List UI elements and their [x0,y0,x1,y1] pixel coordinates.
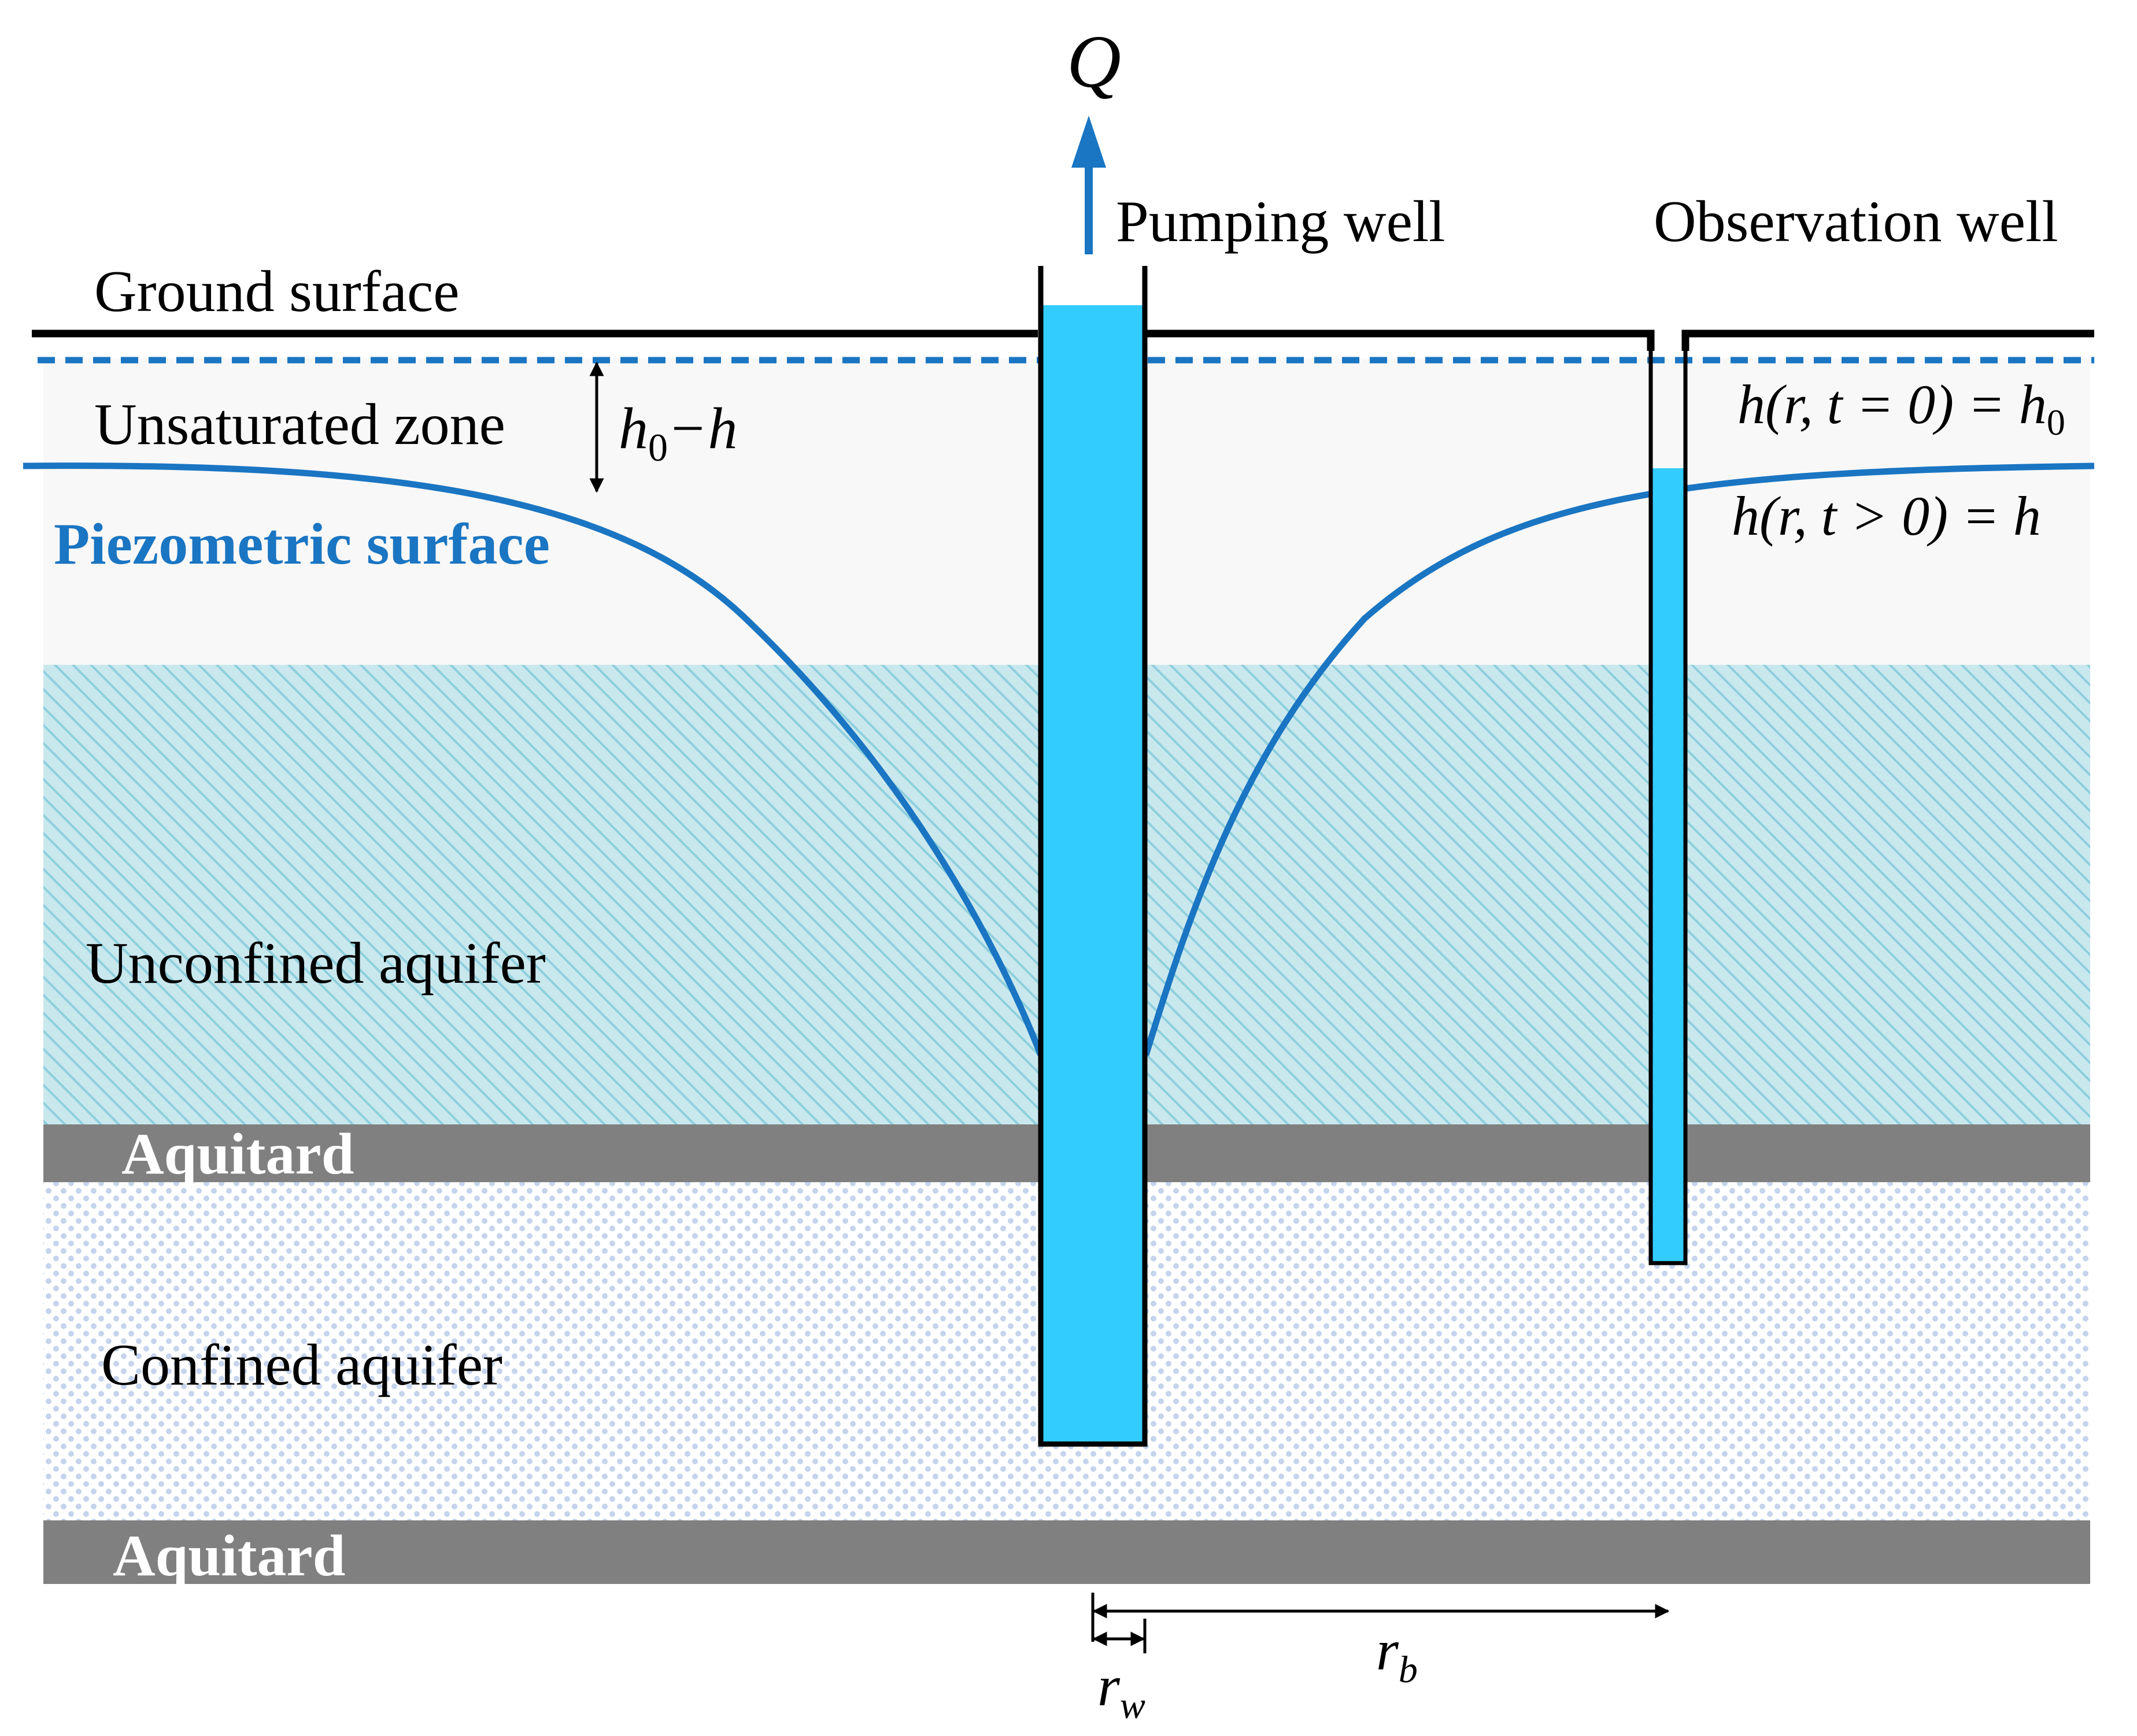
discharge-label: Q [1067,20,1121,103]
initial-head-subscript: 0 [2047,402,2065,443]
observation-well-casing [1648,334,1688,1265]
drawdown-label: h0−h [619,396,738,469]
unsaturated-zone-label: Unsaturated zone [94,392,505,457]
piezometric-surface-curve [23,462,2095,1057]
rw-r: r [1097,1654,1121,1718]
drawdown-h: h [708,396,738,461]
piezometric-surface-label: Piezometric surface [54,512,550,577]
lower-aquitard-layer [43,1520,2090,1584]
pumping-well-water [1041,305,1145,1444]
current-head-equation: h(r, t > 0) = h [1732,485,2041,547]
pumping-well-casing [1038,266,1148,1447]
unconfined-aquifer-label: Unconfined aquifer [86,931,546,996]
rb-label: rb [1376,1618,1418,1691]
rw-label: rw [1097,1654,1145,1727]
upper-aquitard-label: Aquitard [121,1121,354,1187]
observation-well-water [1651,468,1685,1263]
ground-surface-label: Ground surface [94,259,460,324]
lower-aquitard-label: Aquitard [113,1523,345,1589]
rb-r: r [1376,1618,1399,1682]
drawdown-h0: h [619,396,648,461]
initial-head-equation: h(r, t = 0) = h0 [1737,373,2065,443]
rb-subscript: b [1399,1649,1418,1691]
discharge-arrow-head [1071,116,1106,168]
drawdown-h0-subscript: 0 [648,425,668,469]
initial-head-lhs: h(r, t = 0) = h [1737,373,2047,435]
drawdown-minus: − [671,396,705,461]
pumping-well-label: Pumping well [1116,189,1445,254]
rw-subscript: w [1120,1685,1145,1727]
confined-aquifer-label: Confined aquifer [101,1332,502,1398]
observation-well-label: Observation well [1654,189,2058,254]
